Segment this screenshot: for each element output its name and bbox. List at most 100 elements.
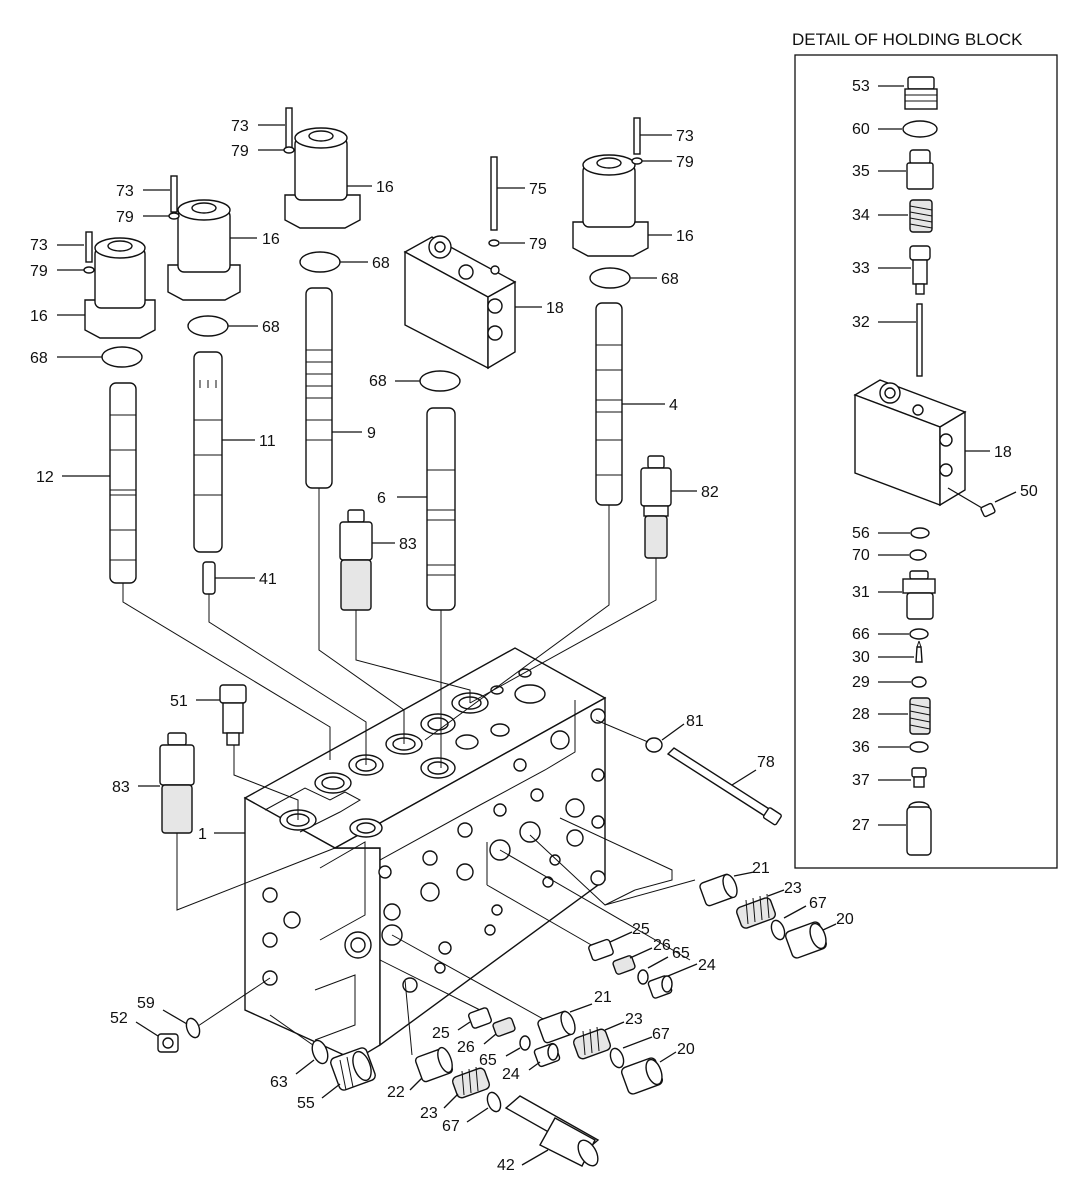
part-81-washer: [645, 737, 663, 753]
part-11-spool: [193, 351, 223, 553]
label-75: 75: [529, 181, 547, 198]
label-68-d: 68: [661, 271, 679, 288]
part-27-sleeve: [906, 801, 932, 856]
label-21-b: 21: [594, 989, 612, 1006]
part-12-spool: [109, 382, 137, 584]
part-83-relief-valve-b: [159, 732, 195, 834]
label-83-b: 83: [112, 779, 130, 796]
detail-parts: 53 60 35 34 33 32: [852, 76, 1038, 856]
part-75-screw: [490, 156, 498, 231]
part-65-ring-b: [519, 1035, 531, 1051]
label-16-a: 16: [30, 308, 48, 325]
label-26-a: 26: [653, 937, 671, 954]
part-18-block-main: [403, 235, 517, 370]
label-12: 12: [36, 469, 54, 486]
label-22: 22: [387, 1084, 405, 1101]
label-68-a: 68: [30, 350, 48, 367]
part-24-plug-a: [647, 975, 673, 999]
label-79-b: 79: [116, 209, 134, 226]
label-67-c: 67: [442, 1118, 460, 1135]
label-67-b: 67: [652, 1026, 670, 1043]
label-79-a: 79: [30, 263, 48, 280]
part-16-actuator-b: [167, 199, 241, 301]
part-42-valve: [504, 1095, 600, 1167]
label-35: 35: [852, 163, 870, 180]
part-73-screw-c: [285, 107, 293, 149]
part-34-spring: [909, 199, 933, 233]
part-67-ring-b: [609, 1047, 625, 1069]
part-65-ring-a: [637, 969, 649, 985]
part-79-washer-main: [488, 239, 500, 247]
label-31: 31: [852, 584, 870, 601]
part-33-poppet: [909, 245, 931, 295]
label-1: 1: [198, 826, 207, 843]
part-50-plug: [980, 502, 996, 518]
label-37: 37: [852, 772, 870, 789]
label-67-a: 67: [809, 895, 827, 912]
part-18-holding-block: [853, 379, 967, 507]
part-21-sleeve-a: [699, 873, 738, 907]
label-21-a: 21: [752, 860, 770, 877]
part-30-needle: [915, 640, 923, 663]
label-16-d: 16: [676, 228, 694, 245]
actuators-and-spools: 73 79 16 68 12 73 79 16: [30, 107, 782, 911]
part-23-spring-b: [572, 1026, 612, 1060]
label-9: 9: [367, 425, 376, 442]
label-34: 34: [852, 207, 870, 224]
label-16-b: 16: [262, 231, 280, 248]
label-24-b: 24: [502, 1066, 520, 1083]
label-56: 56: [852, 525, 870, 542]
part-68-oring-d: [589, 267, 631, 289]
part-31-plug: [902, 570, 936, 620]
part-24-plug-b: [533, 1042, 561, 1068]
label-6: 6: [377, 490, 386, 507]
part-56-ring: [910, 527, 930, 539]
part-25-a: [588, 938, 614, 962]
label-79-d: 79: [676, 154, 694, 171]
part-79-washer-c: [283, 146, 295, 154]
detail-frame: [794, 54, 1058, 869]
label-36: 36: [852, 739, 870, 756]
part-67-ring-a: [770, 919, 786, 941]
label-41: 41: [259, 571, 277, 588]
part-16-actuator-c: [284, 127, 361, 229]
label-18-detail: 18: [994, 444, 1012, 461]
label-83-a: 83: [399, 536, 417, 553]
label-73-d: 73: [676, 128, 694, 145]
part-68-oring-b: [187, 315, 229, 337]
label-79-main: 79: [529, 236, 547, 253]
part-79-washer-a: [83, 266, 95, 274]
part-21-sleeve-b: [537, 1010, 576, 1044]
part-20-plug-b: [621, 1057, 663, 1095]
label-78: 78: [757, 754, 775, 771]
part-23-spring-a: [736, 893, 776, 929]
label-65-b: 65: [479, 1052, 497, 1069]
part-79-washer-d: [631, 157, 643, 165]
label-20-a: 20: [836, 911, 854, 928]
part-26-spring-a: [612, 955, 636, 975]
part-67-ring-c: [486, 1091, 502, 1113]
label-20-b: 20: [677, 1041, 695, 1058]
label-42: 42: [497, 1157, 515, 1174]
label-68-c: 68: [372, 255, 390, 272]
label-68-b: 68: [262, 319, 280, 336]
label-26-b: 26: [457, 1039, 475, 1056]
label-28: 28: [852, 706, 870, 723]
part-6-spool: [426, 407, 456, 611]
label-60: 60: [852, 121, 870, 138]
label-30: 30: [852, 649, 870, 666]
part-37-plug: [911, 767, 927, 788]
part-22-sleeve: [414, 1046, 454, 1083]
label-70: 70: [852, 547, 870, 564]
part-63-ring: [311, 1039, 329, 1065]
label-63: 63: [270, 1074, 288, 1091]
label-27: 27: [852, 817, 870, 834]
part-16-actuator-left: [84, 237, 156, 339]
part-73-screw-b: [170, 175, 178, 213]
lower-parts: 21 23 67 20 25 26 65: [110, 817, 854, 1174]
label-23-a: 23: [784, 880, 802, 897]
label-51: 51: [170, 693, 188, 710]
label-23-b: 23: [625, 1011, 643, 1028]
part-70-ring: [909, 549, 927, 561]
part-23-spring-c: [451, 1066, 491, 1099]
